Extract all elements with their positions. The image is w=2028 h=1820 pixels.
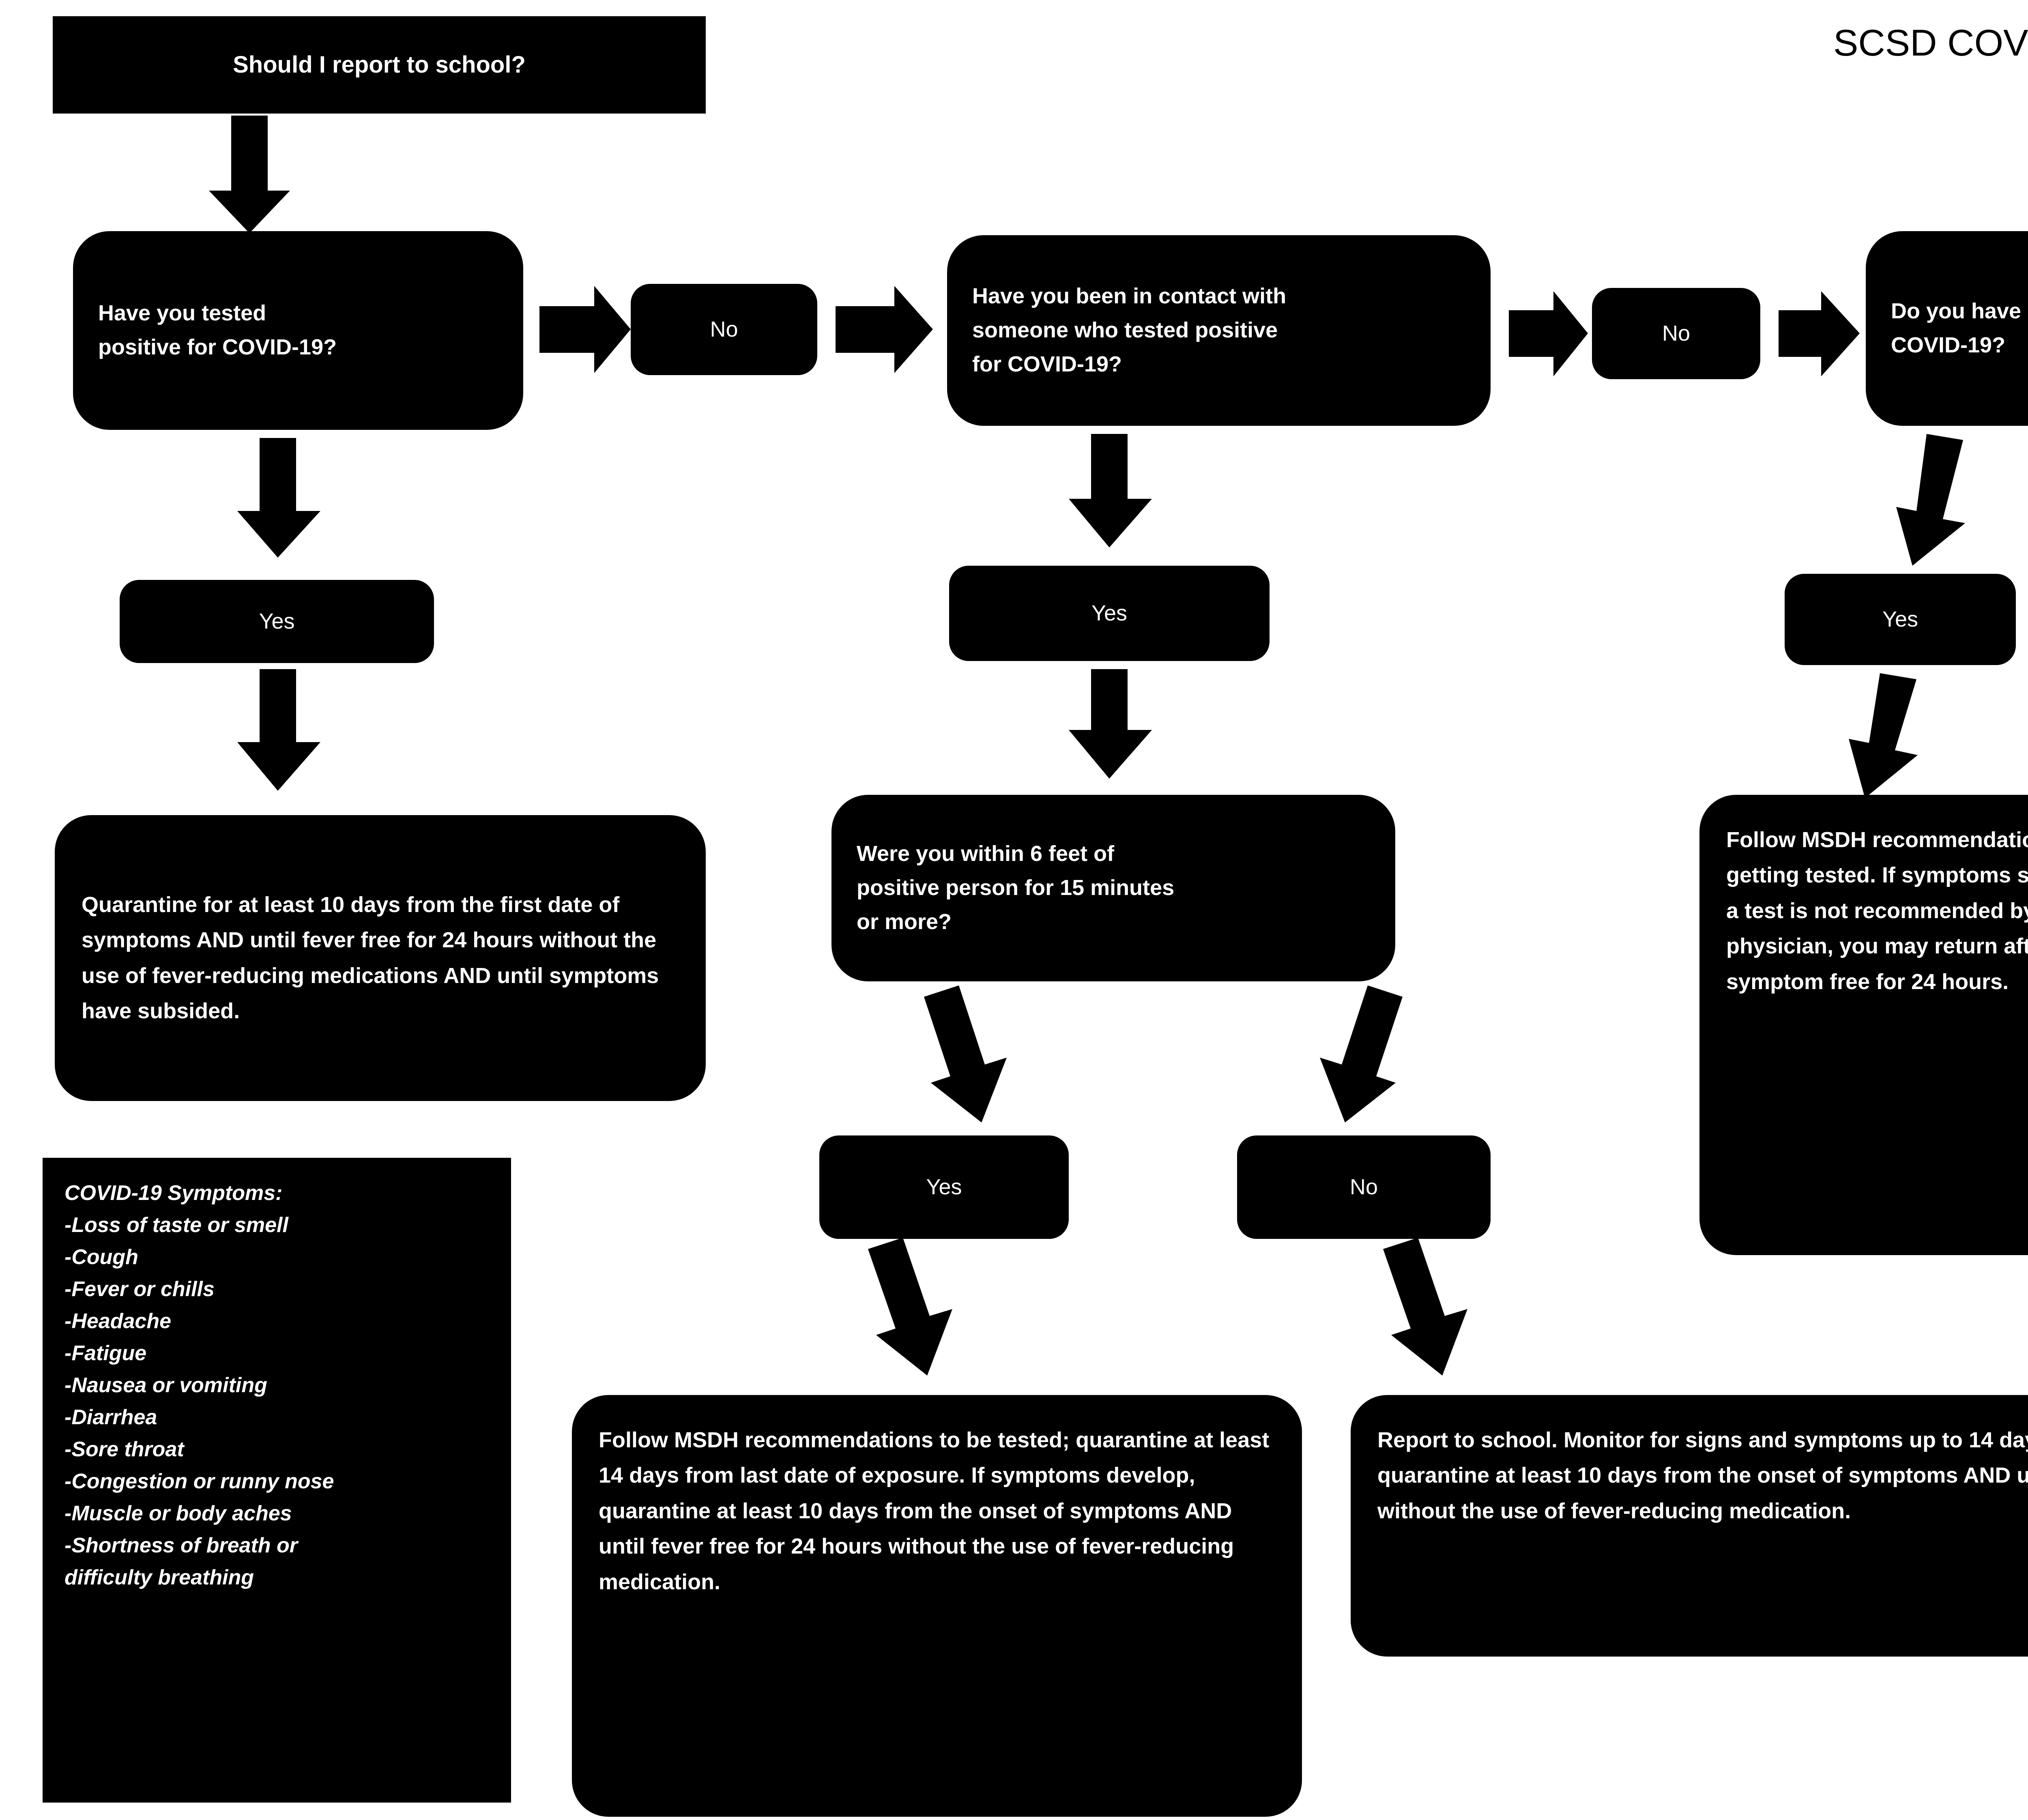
node-answer-q2-yes[interactable]: Yes [949, 566, 1270, 661]
node-question-within-six-feet-label: Were you within 6 feet of positive perso… [857, 841, 1175, 934]
symptoms-legend-item: -Congestion or runny nose [64, 1470, 334, 1494]
arrow-no-to-q3 [1779, 291, 1860, 376]
arrow-q2-to-yes [1069, 434, 1152, 547]
arrow-q3-to-yes [1896, 434, 1965, 566]
symptoms-legend-item: -Loss of taste or smell [64, 1213, 288, 1237]
arrow-q4-to-yes [924, 985, 1007, 1122]
symptoms-legend-item: difficulty breathing [64, 1566, 254, 1590]
symptoms-legend-panel: COVID-19 Symptoms: -Loss of taste or sme… [43, 1158, 511, 1803]
symptoms-legend-item: -Fever or chills [64, 1277, 215, 1301]
node-answer-q2-yes-label: Yes [1091, 601, 1128, 626]
node-question-contact-positive[interactable]: Have you been in contact with someone wh… [947, 235, 1491, 426]
node-outcome-msdh-exposure-label: Follow MSDH recommendations to be tested… [599, 1428, 1270, 1594]
node-question-tested-positive[interactable]: Have you tested positive for COVID-19? [73, 231, 523, 430]
node-question-have-symptoms-label: Do you have symptoms of COVID-19? [1891, 299, 2028, 357]
node-answer-q1-yes[interactable]: Yes [120, 580, 434, 663]
node-answer-q1-no[interactable]: No [631, 284, 817, 375]
node-outcome-msdh-symptoms[interactable]: Follow MSDH recommendations on getting t… [1699, 795, 2028, 1255]
arrow-no-to-report-monitor [1383, 1238, 1467, 1376]
node-answer-q4-yes-label: Yes [926, 1175, 962, 1200]
symptoms-legend-heading: COVID-19 Symptoms: [64, 1181, 283, 1205]
symptoms-legend-item: -Nausea or vomiting [64, 1374, 267, 1397]
arrow-q4-to-no [1320, 985, 1403, 1122]
node-outcome-msdh-symptoms-label: Follow MSDH recommendations on getting t… [1726, 828, 2028, 994]
arrow-yes-to-q4 [1069, 669, 1152, 779]
arrow-no-to-q2 [836, 286, 933, 373]
node-question-within-six-feet[interactable]: Were you within 6 feet of positive perso… [831, 795, 1395, 981]
node-question-tested-positive-label: Have you tested positive for COVID-19? [98, 301, 337, 359]
node-outcome-quarantine-positive-label: Quarantine for at least 10 days from the… [82, 892, 659, 1023]
node-answer-q1-no-label: No [710, 317, 738, 342]
node-answer-q4-no[interactable]: No [1237, 1135, 1491, 1239]
symptoms-legend-item: -Sore throat [64, 1438, 184, 1462]
arrow-root-to-q1 [209, 116, 290, 233]
node-outcome-report-and-monitor[interactable]: Report to school. Monitor for signs and … [1351, 1395, 2028, 1657]
node-answer-q4-no-label: No [1349, 1175, 1378, 1200]
arrow-yes-to-quarantine [237, 669, 320, 791]
node-root-question[interactable]: Should I report to school? [53, 16, 706, 114]
node-answer-q3-yes[interactable]: Yes [1785, 574, 2016, 665]
arrow-q2-to-no [1509, 291, 1588, 376]
node-answer-q1-yes-label: Yes [259, 609, 295, 634]
node-outcome-quarantine-positive[interactable]: Quarantine for at least 10 days from the… [55, 815, 706, 1101]
symptoms-legend-item: -Cough [64, 1245, 138, 1269]
node-outcome-report-and-monitor-label: Report to school. Monitor for signs and … [1377, 1428, 2028, 1523]
node-outcome-msdh-exposure[interactable]: Follow MSDH recommendations to be tested… [572, 1395, 1302, 1817]
page-title: SCSD COVID-19 Decision Tree [1833, 22, 2028, 64]
node-answer-q2-no[interactable]: No [1592, 288, 1760, 379]
symptoms-legend-item: -Muscle or body aches [64, 1502, 292, 1526]
node-answer-q2-no-label: No [1662, 321, 1691, 346]
node-answer-q4-yes[interactable]: Yes [819, 1135, 1069, 1239]
symptoms-legend-item: -Headache [64, 1309, 171, 1333]
symptoms-legend-item: -Diarrhea [64, 1406, 157, 1429]
node-question-contact-positive-label: Have you been in contact with someone wh… [972, 284, 1287, 376]
symptoms-legend-item: -Fatigue [64, 1341, 147, 1365]
node-answer-q3-yes-label: Yes [1882, 607, 1918, 632]
arrow-yes-to-msdh-symptoms [1849, 673, 1918, 798]
node-root-question-label: Should I report to school? [233, 51, 526, 78]
symptoms-legend-item: -Shortness of breath or [64, 1534, 298, 1558]
arrow-yes-to-msdh-exposure [868, 1238, 952, 1376]
arrow-q1-to-yes [237, 438, 320, 558]
node-question-have-symptoms[interactable]: Do you have symptoms of COVID-19? [1866, 231, 2028, 426]
arrow-q1-to-no [539, 286, 631, 373]
